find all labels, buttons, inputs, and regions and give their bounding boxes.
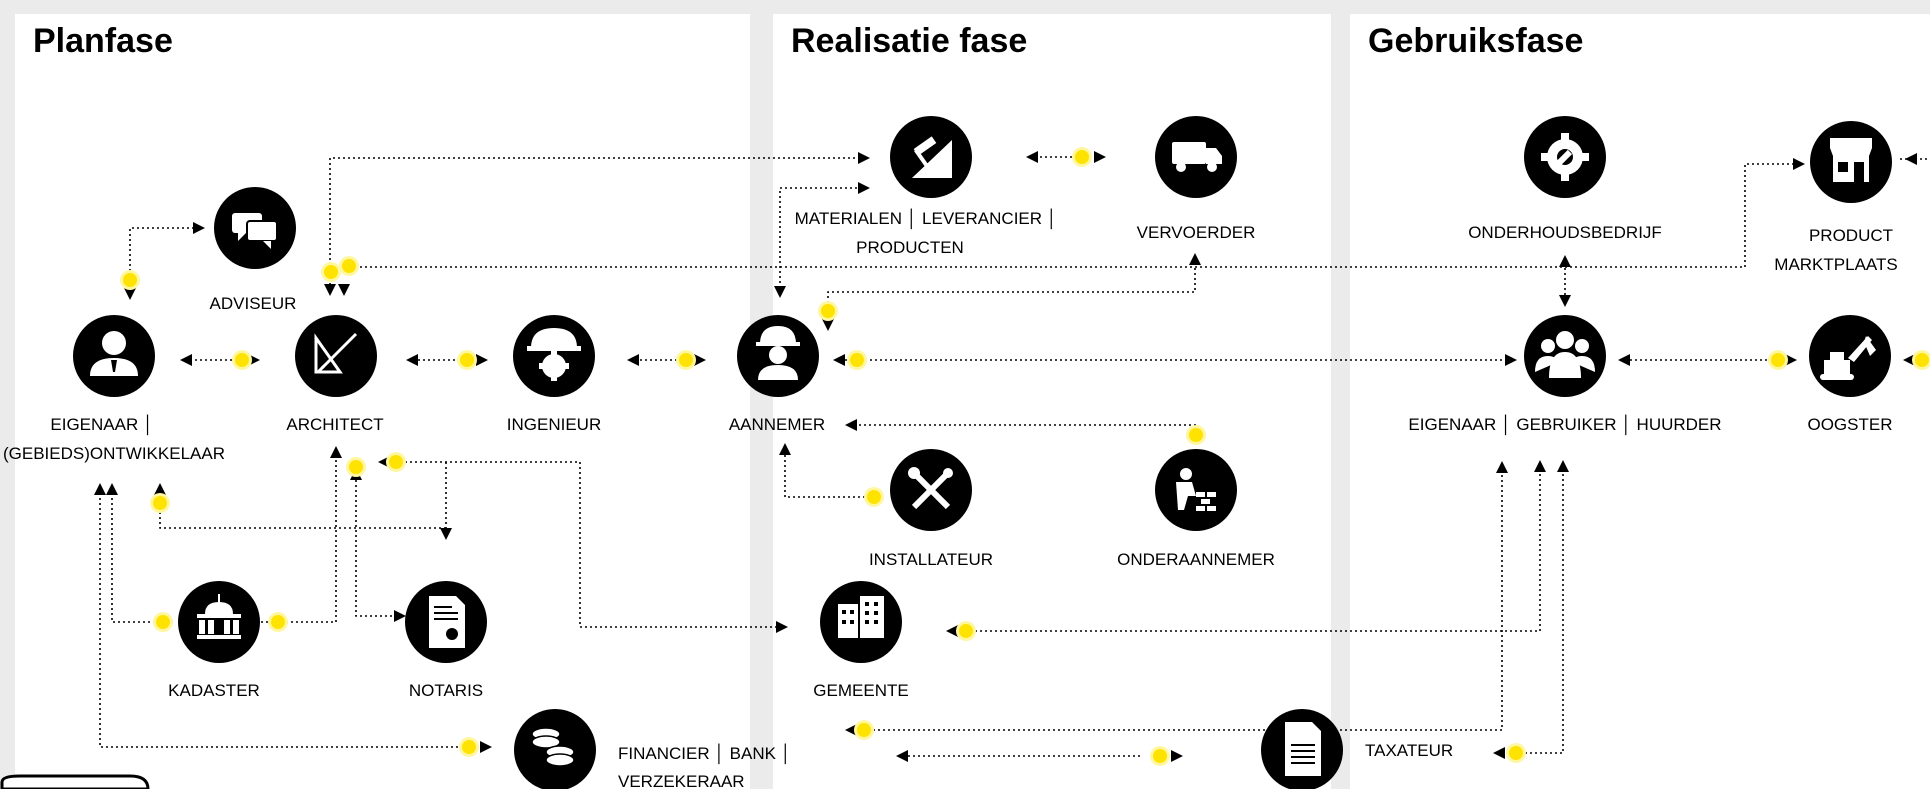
corner-badge: [0, 774, 150, 789]
node-marktplaats-label-line1: PRODUCT: [1809, 226, 1893, 245]
node-ingenieur[interactable]: INGENIEUR: [507, 315, 601, 434]
node-eigenaar-ontwikkelaar[interactable]: EIGENAAR │ (GEBIEDS)ONTWIKKELAAR: [3, 315, 225, 463]
node-taxateur-label: TAXATEUR: [1365, 741, 1453, 760]
connector-architect-marktplaats: [340, 163, 1795, 268]
connector-aannemer-vervoerder: [827, 262, 1196, 313]
connector-installateur-aannemer: [784, 450, 880, 498]
report-document-icon: [1285, 722, 1321, 776]
arrowheads: [94, 151, 1917, 762]
node-materialen[interactable]: MATERIALEN │ LEVERANCIER │ PRODUCTEN: [795, 116, 1058, 257]
connector-eigenaar-financier: [99, 488, 480, 748]
government-building-icon: [197, 594, 241, 639]
node-financier-label-line1: FINANCIER │ BANK │: [618, 743, 791, 765]
storefront-icon: [1830, 138, 1872, 182]
node-onderaannemer-label: ONDERAANNEMER: [1117, 550, 1275, 569]
node-kadaster-label: KADASTER: [168, 681, 260, 700]
node-gemeente-label: GEMEENTE: [813, 681, 908, 700]
node-gebruiker-label: EIGENAAR │ GEBRUIKER │ HUURDER: [1408, 414, 1721, 436]
node-kadaster[interactable]: KADASTER: [168, 581, 260, 700]
node-vervoerder[interactable]: VERVOERDER: [1137, 116, 1256, 242]
node-gemeente[interactable]: GEMEENTE: [813, 581, 909, 700]
node-onderhoudsbedrijf[interactable]: ONDERHOUDSBEDRIJF: [1468, 116, 1662, 242]
connectors: [99, 156, 1930, 757]
node-taxateur[interactable]: TAXATEUR: [1261, 709, 1453, 789]
node-architect[interactable]: ARCHITECT: [286, 315, 384, 434]
connector-architect-notaris: [355, 475, 398, 617]
node-installateur-label: INSTALLATEUR: [869, 550, 993, 569]
status-dots: [120, 147, 1930, 766]
connector-taxateur-gebruiker: [1520, 467, 1564, 754]
bricklayer-icon: [1176, 468, 1216, 511]
gear-wrench-icon: [1541, 133, 1589, 181]
node-eigenaar-label-line1: EIGENAAR │: [50, 414, 153, 436]
node-aannemer[interactable]: AANNEMER: [729, 315, 825, 434]
certificate-document-icon: [429, 596, 465, 648]
drafting-pencil-icon: [314, 332, 358, 374]
node-oogster[interactable]: OOGSTER: [1807, 315, 1893, 434]
node-marktplaats-label-line2: MARKTPLAATS: [1774, 255, 1897, 274]
excavator-icon: [1820, 336, 1876, 380]
node-aannemer-label: AANNEMER: [729, 415, 825, 434]
plan-phase-title: Planfase: [33, 22, 173, 60]
node-vervoerder-label: VERVOERDER: [1137, 223, 1256, 242]
node-onderhoudsbedrijf-label: ONDERHOUDSBEDRIJF: [1468, 223, 1662, 242]
hammer-ramp-icon: [912, 136, 952, 178]
gebruik-phase-title: Gebruiksfase: [1368, 22, 1584, 60]
construction-worker-icon: [756, 326, 800, 380]
connector-eigenaar-notaris: [159, 492, 446, 529]
node-financier-label-line2: VERZEKERAAR: [618, 772, 745, 789]
connector-onderaannemer-aannemer: [855, 424, 1197, 435]
connector-eigenaar-adviseur: [129, 227, 195, 276]
node-ingenieur-label: INGENIEUR: [507, 415, 601, 434]
node-gebruiker[interactable]: EIGENAAR │ GEBRUIKER │ HUURDER: [1408, 315, 1722, 436]
connector-aannemer-materialen: [779, 187, 860, 288]
connector-architect-gemeente: [385, 461, 780, 628]
node-eigenaar-label-line2: (GEBIEDS)ONTWIKKELAAR: [3, 444, 225, 463]
node-materialen-label-line2: PRODUCTEN: [856, 238, 964, 257]
node-adviseur-label: ADVISEUR: [210, 294, 297, 313]
group-icon: [1535, 331, 1595, 378]
node-materialen-label-line1: MATERIALEN │ LEVERANCIER │: [795, 208, 1058, 230]
plan-phase-panel: [15, 14, 750, 789]
person-icon: [90, 331, 138, 376]
realisatie-phase-title: Realisatie fase: [791, 22, 1028, 60]
node-installateur[interactable]: INSTALLATEUR: [869, 449, 993, 569]
node-adviseur[interactable]: ADVISEUR: [210, 187, 297, 313]
node-notaris-label: NOTARIS: [409, 681, 483, 700]
coins-icon: [531, 727, 575, 767]
helmet-gear-icon: [527, 328, 581, 381]
truck-icon: [1172, 142, 1222, 172]
node-financier[interactable]: FINANCIER │ BANK │ VERZEKERAAR: [514, 709, 791, 789]
node-onderaannemer[interactable]: ONDERAANNEMER: [1117, 449, 1275, 569]
node-architect-label: ARCHITECT: [286, 415, 383, 434]
node-product-marktplaats[interactable]: PRODUCT MARKTPLAATS: [1774, 121, 1898, 274]
office-building-icon: [838, 596, 884, 638]
connector-gemeente-gebruiker: [965, 467, 1541, 632]
connector-architect-materialen: [329, 157, 860, 285]
node-notaris[interactable]: NOTARIS: [405, 581, 487, 700]
chat-bubbles-icon: [232, 213, 278, 249]
wrench-screwdriver-icon: [908, 467, 953, 510]
connector-gebruiker-taxateur-gemeente: [858, 468, 1503, 731]
node-oogster-label: OOGSTER: [1807, 415, 1892, 434]
